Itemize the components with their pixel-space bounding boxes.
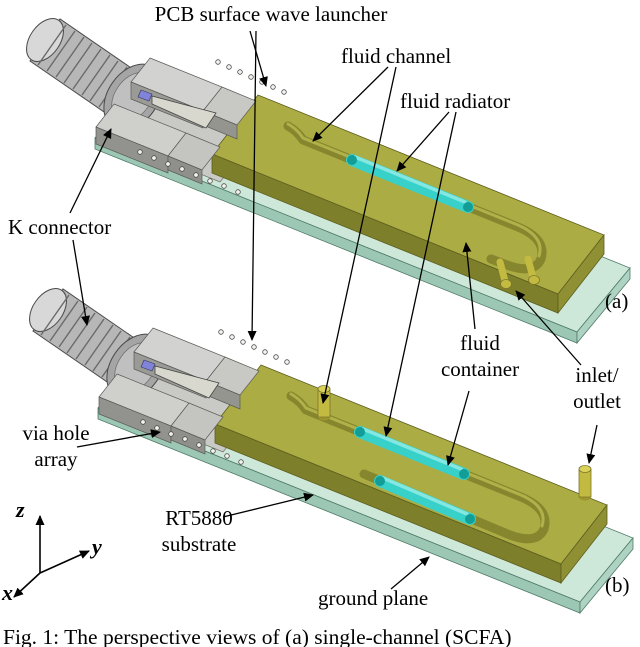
leader-arrows (69, 30, 598, 590)
leader-inlet-outlet-a (515, 290, 582, 366)
z-axis-label: z (16, 497, 25, 522)
radiator-end-cap (375, 476, 385, 486)
outlet-port-b-cap (578, 465, 592, 473)
fluid-radiator-a-highlight (353, 155, 467, 204)
label-pcb-launcher: PCB surface wave launcher (154, 2, 388, 26)
leader-pcb-launcher-a (249, 30, 268, 87)
leader-fluid-channel-a (312, 66, 389, 142)
leader-k-connector-a (69, 128, 112, 214)
radiator-end-cap (355, 427, 365, 437)
label-k-connector: K connector (8, 215, 112, 239)
radiator-end-cap (463, 202, 473, 212)
outlet-port-b (578, 468, 592, 498)
leader-fluid-radiator-a (396, 111, 450, 172)
inlet-port-b-cap (317, 385, 331, 393)
leader-inlet-outlet-b (586, 424, 598, 464)
label-fluid-channel: fluid channel (341, 44, 452, 68)
panel-a-tag: (a) (605, 289, 629, 313)
radiator-end-cap (347, 155, 357, 165)
leader-k-connector-b (72, 239, 90, 326)
outlet-port-a (528, 275, 540, 285)
label-via-hole-array: via hole array (22, 421, 90, 471)
leader-ground-plane (390, 556, 430, 590)
fluid-radiator-a (346, 154, 474, 213)
label-inlet-outlet: inlet/ outlet (573, 363, 621, 413)
x-axis-arrow (13, 572, 41, 598)
fluid-radiator-b-back-highlight (361, 427, 463, 471)
inlet-outlet-stubs-a (496, 255, 537, 285)
fluid-radiator-b-front-highlight (381, 476, 469, 516)
figure-caption: Fig. 1: The perspective views of (a) sin… (3, 625, 512, 647)
leader-rt5880-substrate (222, 492, 314, 518)
leader-fluid-container-a (462, 242, 476, 330)
label-fluid-container: fluid container (440, 331, 520, 381)
fluid-radiator-b-back (354, 426, 470, 480)
fluid-radiator-b-front (374, 475, 476, 525)
y-axis-arrow (39, 550, 90, 574)
panel-a (18, 11, 631, 344)
leader-fluid-container-b (446, 390, 470, 466)
inlet-port-b (317, 388, 331, 418)
leader-fluid-radiator-b (383, 111, 457, 437)
label-ground-plane: ground plane (318, 586, 429, 610)
leader-pcb-launcher-b (247, 30, 257, 341)
radiator-end-cap (459, 469, 469, 479)
label-rt5880-substrate: RT5880 substrate (161, 506, 237, 556)
x-axis-label: x (2, 580, 13, 605)
leader-fluid-channel-b (320, 66, 397, 404)
leader-via-hole-array (76, 429, 161, 448)
panel-b (21, 281, 634, 614)
y-axis-label: y (92, 534, 102, 559)
coordinate-axes (13, 515, 90, 598)
radiator-end-cap (465, 514, 475, 524)
label-fluid-radiator: fluid radiator (400, 89, 511, 113)
panel-b-tag: (b) (605, 573, 630, 597)
inlet-port-a (500, 279, 512, 289)
